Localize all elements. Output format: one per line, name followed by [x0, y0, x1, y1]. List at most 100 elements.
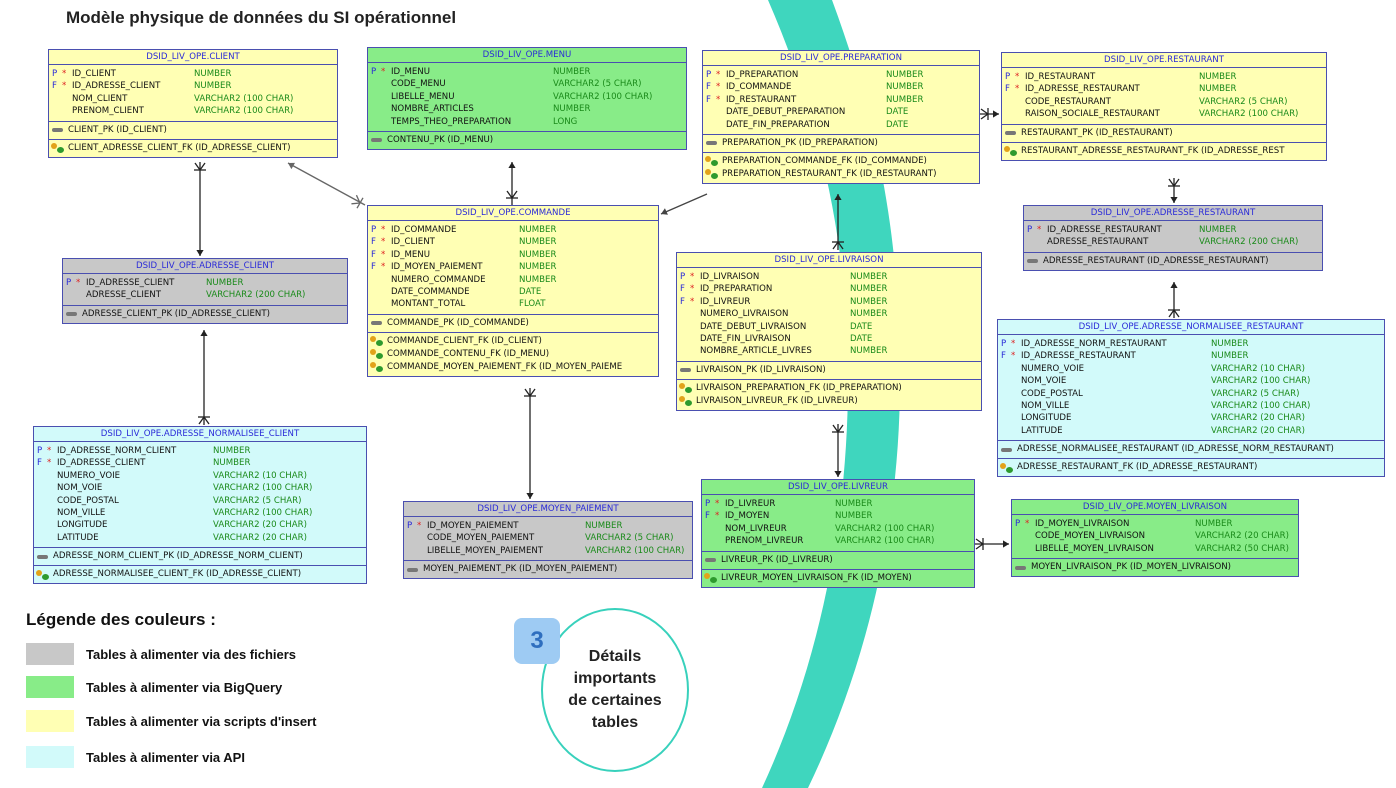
- required-mark: [381, 286, 391, 298]
- key-flag: P: [1015, 519, 1021, 529]
- required-mark: *: [381, 237, 386, 248]
- column-type: VARCHAR2 (20 CHAR): [1211, 413, 1305, 424]
- required-mark: *: [1015, 72, 1020, 82]
- key-flag: [404, 532, 417, 544]
- required-mark: [47, 482, 57, 494]
- required-mark: *: [47, 446, 52, 456]
- key-label: CLIENT_PK (ID_CLIENT): [68, 124, 167, 135]
- primary-keys: ADRESSE_NORMALISEE_RESTAURANT (ID_ADRESS…: [998, 441, 1384, 460]
- required-mark: [47, 532, 57, 544]
- column-type: NUMBER: [213, 458, 251, 469]
- key-icon: [51, 125, 65, 135]
- key-flag: P: [52, 69, 58, 79]
- foreign-keys: COMMANDE_CLIENT_FK (ID_CLIENT)COMMANDE_C…: [368, 333, 658, 376]
- column-type: NUMBER: [1211, 339, 1249, 349]
- key-flag: P: [66, 278, 72, 288]
- required-mark: *: [690, 296, 695, 307]
- foreign-key-row: LIVRAISON_LIVREUR_FK (ID_LIVREUR): [677, 395, 981, 408]
- key-flag: [703, 106, 716, 118]
- table-adresse-normalisee-restaurant[interactable]: DSID_LIV_OPE.ADRESSE_NORMALISEE_RESTAURA…: [997, 319, 1385, 478]
- primary-key-row: LIVREUR_PK (ID_LIVREUR): [702, 554, 974, 567]
- column-name: DATE_COMMANDE: [391, 286, 470, 297]
- table-header: DSID_LIV_OPE.CLIENT: [49, 50, 337, 65]
- column-type: NUMBER: [585, 521, 623, 531]
- column-name: ID_MENU: [391, 249, 431, 260]
- required-mark: *: [716, 82, 721, 93]
- foreign-keys: ADRESSE_NORMALISEE_CLIENT_FK (ID_ADRESSE…: [34, 566, 366, 583]
- required-mark: [1011, 425, 1021, 437]
- key-flag: P: [680, 272, 686, 282]
- key-icon: [370, 318, 384, 328]
- key-flag: [368, 286, 381, 298]
- key-label: ADRESSE_CLIENT_PK (ID_ADRESSE_CLIENT): [82, 308, 270, 319]
- key-label: LIVRAISON_LIVREUR_FK (ID_LIVREUR): [696, 395, 858, 406]
- primary-key-row: ADRESSE_CLIENT_PK (ID_ADRESSE_CLIENT): [63, 308, 347, 321]
- primary-key-row: LIVRAISON_PK (ID_LIVRAISON): [677, 364, 981, 377]
- column-name: LIBELLE_MENU: [391, 91, 455, 102]
- required-mark: *: [1025, 519, 1030, 529]
- table-header: DSID_LIV_OPE.MOYEN_PAIEMENT: [404, 502, 692, 517]
- column-name: ID_LIVREUR: [700, 296, 751, 307]
- foreign-key-icon: [370, 362, 384, 373]
- details-line: importants: [573, 670, 657, 687]
- column-name: NOMBRE_ARTICLES: [391, 104, 474, 115]
- required-mark: [1025, 543, 1035, 555]
- required-mark: *: [1011, 351, 1016, 362]
- key-flag: F: [680, 296, 685, 307]
- column-type: NUMBER: [850, 284, 888, 295]
- step-number-badge: 3: [514, 618, 560, 664]
- key-flag: P: [705, 499, 711, 509]
- column-type: NUMBER: [213, 446, 251, 456]
- column-name: NOM_VOIE: [1021, 376, 1067, 387]
- column-type: NUMBER: [886, 94, 924, 105]
- key-flag: [63, 289, 76, 301]
- key-flag: P: [1027, 225, 1033, 235]
- table-header: DSID_LIV_OPE.RESTAURANT: [1002, 53, 1326, 68]
- required-mark: *: [716, 94, 721, 105]
- primary-keys: LIVREUR_PK (ID_LIVREUR): [702, 552, 974, 570]
- column-type: NUMBER: [850, 309, 888, 320]
- column-name: ID_ADRESSE_CLIENT: [72, 81, 161, 92]
- key-flag: [49, 93, 62, 105]
- column-name: CODE_RESTAURANT: [1025, 96, 1111, 107]
- key-flag: [1002, 108, 1015, 120]
- foreign-key-row: COMMANDE_MOYEN_PAIEMENT_FK (ID_MOYEN_PAI…: [368, 361, 658, 374]
- details-line: Détails: [588, 648, 642, 665]
- table-header: DSID_LIV_OPE.COMMANDE: [368, 206, 658, 221]
- key-label: LIVRAISON_PK (ID_LIVRAISON): [696, 364, 826, 375]
- foreign-key-row: COMMANDE_CONTENU_FK (ID_MENU): [368, 348, 658, 361]
- page-title: Modèle physique de données du SI opérati…: [66, 8, 457, 27]
- required-mark: [76, 289, 86, 301]
- key-flag: [34, 532, 47, 544]
- table-header: DSID_LIV_OPE.PREPARATION: [703, 51, 979, 66]
- column-name: ID_ADRESSE_RESTAURANT: [1025, 84, 1140, 95]
- key-flag: [368, 91, 381, 103]
- column-name: CODE_MOYEN_PAIEMENT: [427, 533, 535, 544]
- key-flag: [368, 274, 381, 286]
- required-mark: *: [690, 284, 695, 295]
